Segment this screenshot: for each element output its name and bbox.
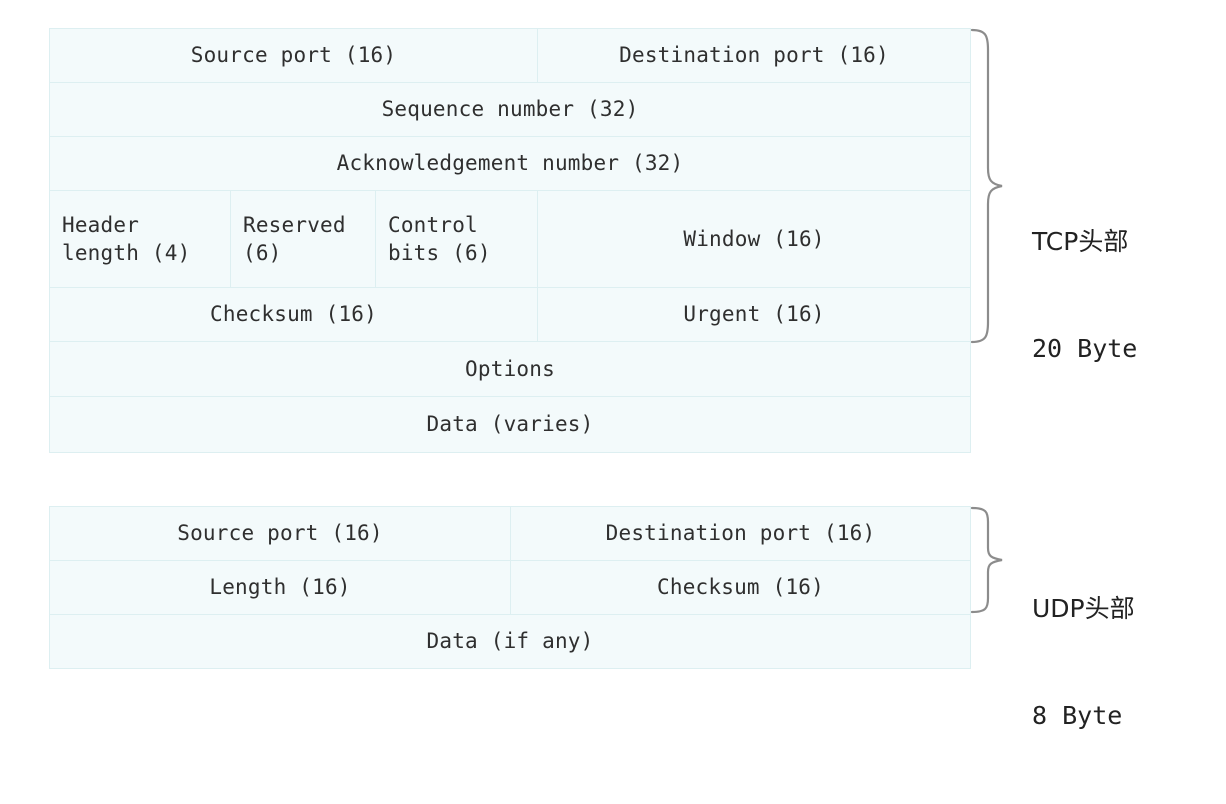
table-row: Header length (4) Reserved (6) Control b… [49,190,971,288]
tcp-cell-reserved: Reserved (6) [230,190,376,288]
table-row: Data (varies) [49,396,971,453]
tcp-header-table: Source port (16) Destination port (16) S… [49,28,971,453]
udp-cell-data: Data (if any) [49,614,971,669]
tcp-cell-control-bits: Control bits (6) [375,190,538,288]
tcp-label-line2: 20 Byte [1032,333,1138,363]
udp-cell-destination-port: Destination port (16) [510,506,971,561]
tcp-cell-header-length: Header length (4) [49,190,231,288]
tcp-cell-options: Options [49,341,971,397]
udp-cell-source-port: Source port (16) [49,506,511,561]
tcp-cell-destination-port: Destination port (16) [537,28,971,83]
tcp-cell-urgent: Urgent (16) [537,287,971,342]
table-row: Source port (16) Destination port (16) [49,28,971,83]
protocol-header-diagram: Source port (16) Destination port (16) S… [49,28,1137,730]
table-row: Options [49,341,971,397]
udp-cell-length: Length (16) [49,560,511,615]
table-row: Source port (16) Destination port (16) [49,506,971,561]
tcp-cell-sequence-number: Sequence number (32) [49,82,971,137]
udp-side-label: UDP头部 8 Byte [1032,520,1135,804]
udp-label-line1: UDP头部 [1032,594,1135,623]
udp-header-table: Source port (16) Destination port (16) L… [49,506,971,669]
table-row: Acknowledgement number (32) [49,136,971,191]
tcp-side-label: TCP头部 20 Byte [1032,153,1137,437]
tcp-cell-checksum: Checksum (16) [49,287,538,342]
table-row: Sequence number (32) [49,82,971,137]
tcp-label-line1: TCP头部 [1032,227,1129,256]
udp-label-line2: 8 Byte [1032,700,1123,730]
table-row: Checksum (16) Urgent (16) [49,287,971,342]
tcp-cell-acknowledgement-number: Acknowledgement number (32) [49,136,971,191]
tcp-cell-source-port: Source port (16) [49,28,538,83]
table-row: Length (16) Checksum (16) [49,560,971,615]
tcp-cell-data: Data (varies) [49,396,971,453]
table-row: Data (if any) [49,614,971,669]
tcp-cell-window: Window (16) [537,190,971,288]
tcp-brace-icon [970,28,1003,344]
udp-brace-icon [970,506,1003,614]
udp-cell-checksum: Checksum (16) [510,560,971,615]
